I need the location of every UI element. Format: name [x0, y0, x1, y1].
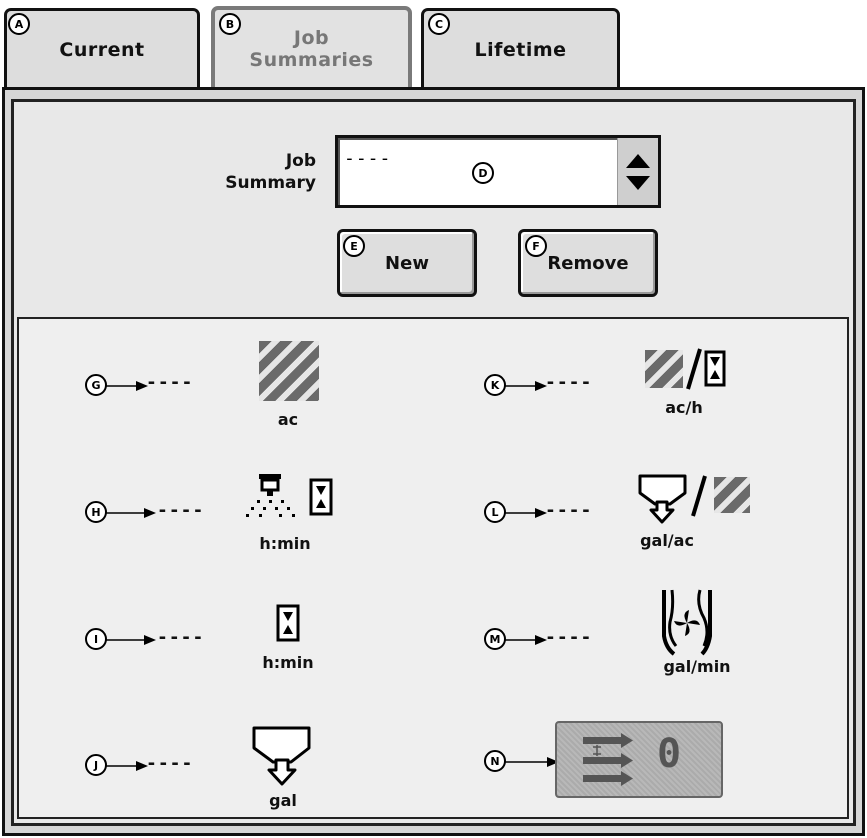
job-summary-value: ---- — [344, 148, 392, 169]
hourglass-icon — [276, 604, 300, 642]
tab-job-summaries-label-line1: Job — [293, 27, 330, 50]
job-summary-label-line1: Job — [285, 151, 316, 171]
callout-j: J — [85, 754, 107, 776]
tab-job-summaries[interactable]: Job Summaries — [211, 6, 412, 94]
remove-button-label: Remove — [547, 252, 629, 274]
callout-d: D — [472, 162, 494, 184]
readouts-panel — [17, 317, 849, 819]
application-rate-value: ---- — [545, 500, 593, 521]
callout-m: M — [484, 628, 506, 650]
section-count-icon — [583, 733, 633, 786]
tab-job-summaries-label-line2: Summaries — [249, 49, 374, 71]
spinner-arrows-icon[interactable] — [617, 138, 658, 205]
pointer-arrow-g — [106, 381, 148, 391]
callout-b: B — [219, 13, 241, 35]
callout-c: C — [428, 13, 450, 35]
total-time-unit: h:min — [262, 653, 314, 672]
flow-rate-unit: gal/min — [663, 657, 731, 676]
spraying-time-icon — [246, 474, 333, 517]
tab-lifetime[interactable]: Lifetime — [421, 8, 620, 88]
area-hatch-small-icon — [714, 477, 750, 513]
tab-lifetime-label: Lifetime — [474, 38, 567, 61]
volume-value: ---- — [146, 753, 194, 774]
section-status-readout: 0 — [555, 721, 723, 798]
area-value: ---- — [146, 372, 194, 393]
flow-meter-icon — [662, 589, 712, 656]
callout-f: F — [525, 235, 547, 257]
callout-i: I — [85, 628, 107, 650]
callout-a: A — [8, 13, 30, 35]
flow-rate-value: ---- — [545, 627, 593, 648]
area-per-hour-icon — [645, 350, 683, 388]
job-summary-select[interactable]: ---- D — [335, 135, 661, 208]
callout-g: G — [85, 374, 107, 396]
pointer-arrow-k — [505, 381, 547, 391]
area-rate-unit: ac/h — [665, 398, 703, 417]
spraying-time-value: ---- — [157, 500, 205, 521]
callout-h: H — [85, 501, 107, 523]
application-rate-unit: gal/ac — [640, 531, 694, 550]
tank-volume-icon — [252, 726, 311, 786]
callout-k: K — [484, 374, 506, 396]
rate-hourglass-icon — [686, 348, 726, 390]
area-rate-value: ---- — [545, 372, 593, 393]
spraying-time-unit: h:min — [259, 534, 311, 553]
tab-current[interactable]: Current — [4, 8, 200, 88]
volume-unit: gal — [269, 791, 297, 810]
job-summary-label: Job Summary — [200, 150, 316, 194]
total-time-value: ---- — [157, 627, 205, 648]
pointer-arrow-m — [505, 635, 547, 645]
volume-per-area-icon — [638, 474, 707, 524]
pointer-arrow-n — [505, 757, 559, 767]
area-unit: ac — [277, 410, 299, 429]
job-summary-label-line2: Summary — [225, 173, 316, 193]
tab-current-label: Current — [59, 38, 145, 61]
section-count-value: 0 — [657, 731, 682, 777]
pointer-arrow-l — [505, 508, 547, 518]
callout-e: E — [343, 235, 365, 257]
pointer-arrow-j — [106, 761, 148, 771]
new-button-label: New — [385, 252, 429, 274]
pointer-arrow-i — [106, 635, 156, 645]
area-icon — [259, 341, 319, 401]
callout-l: L — [484, 501, 506, 523]
callout-n: N — [484, 750, 506, 772]
pointer-arrow-h — [106, 508, 156, 518]
